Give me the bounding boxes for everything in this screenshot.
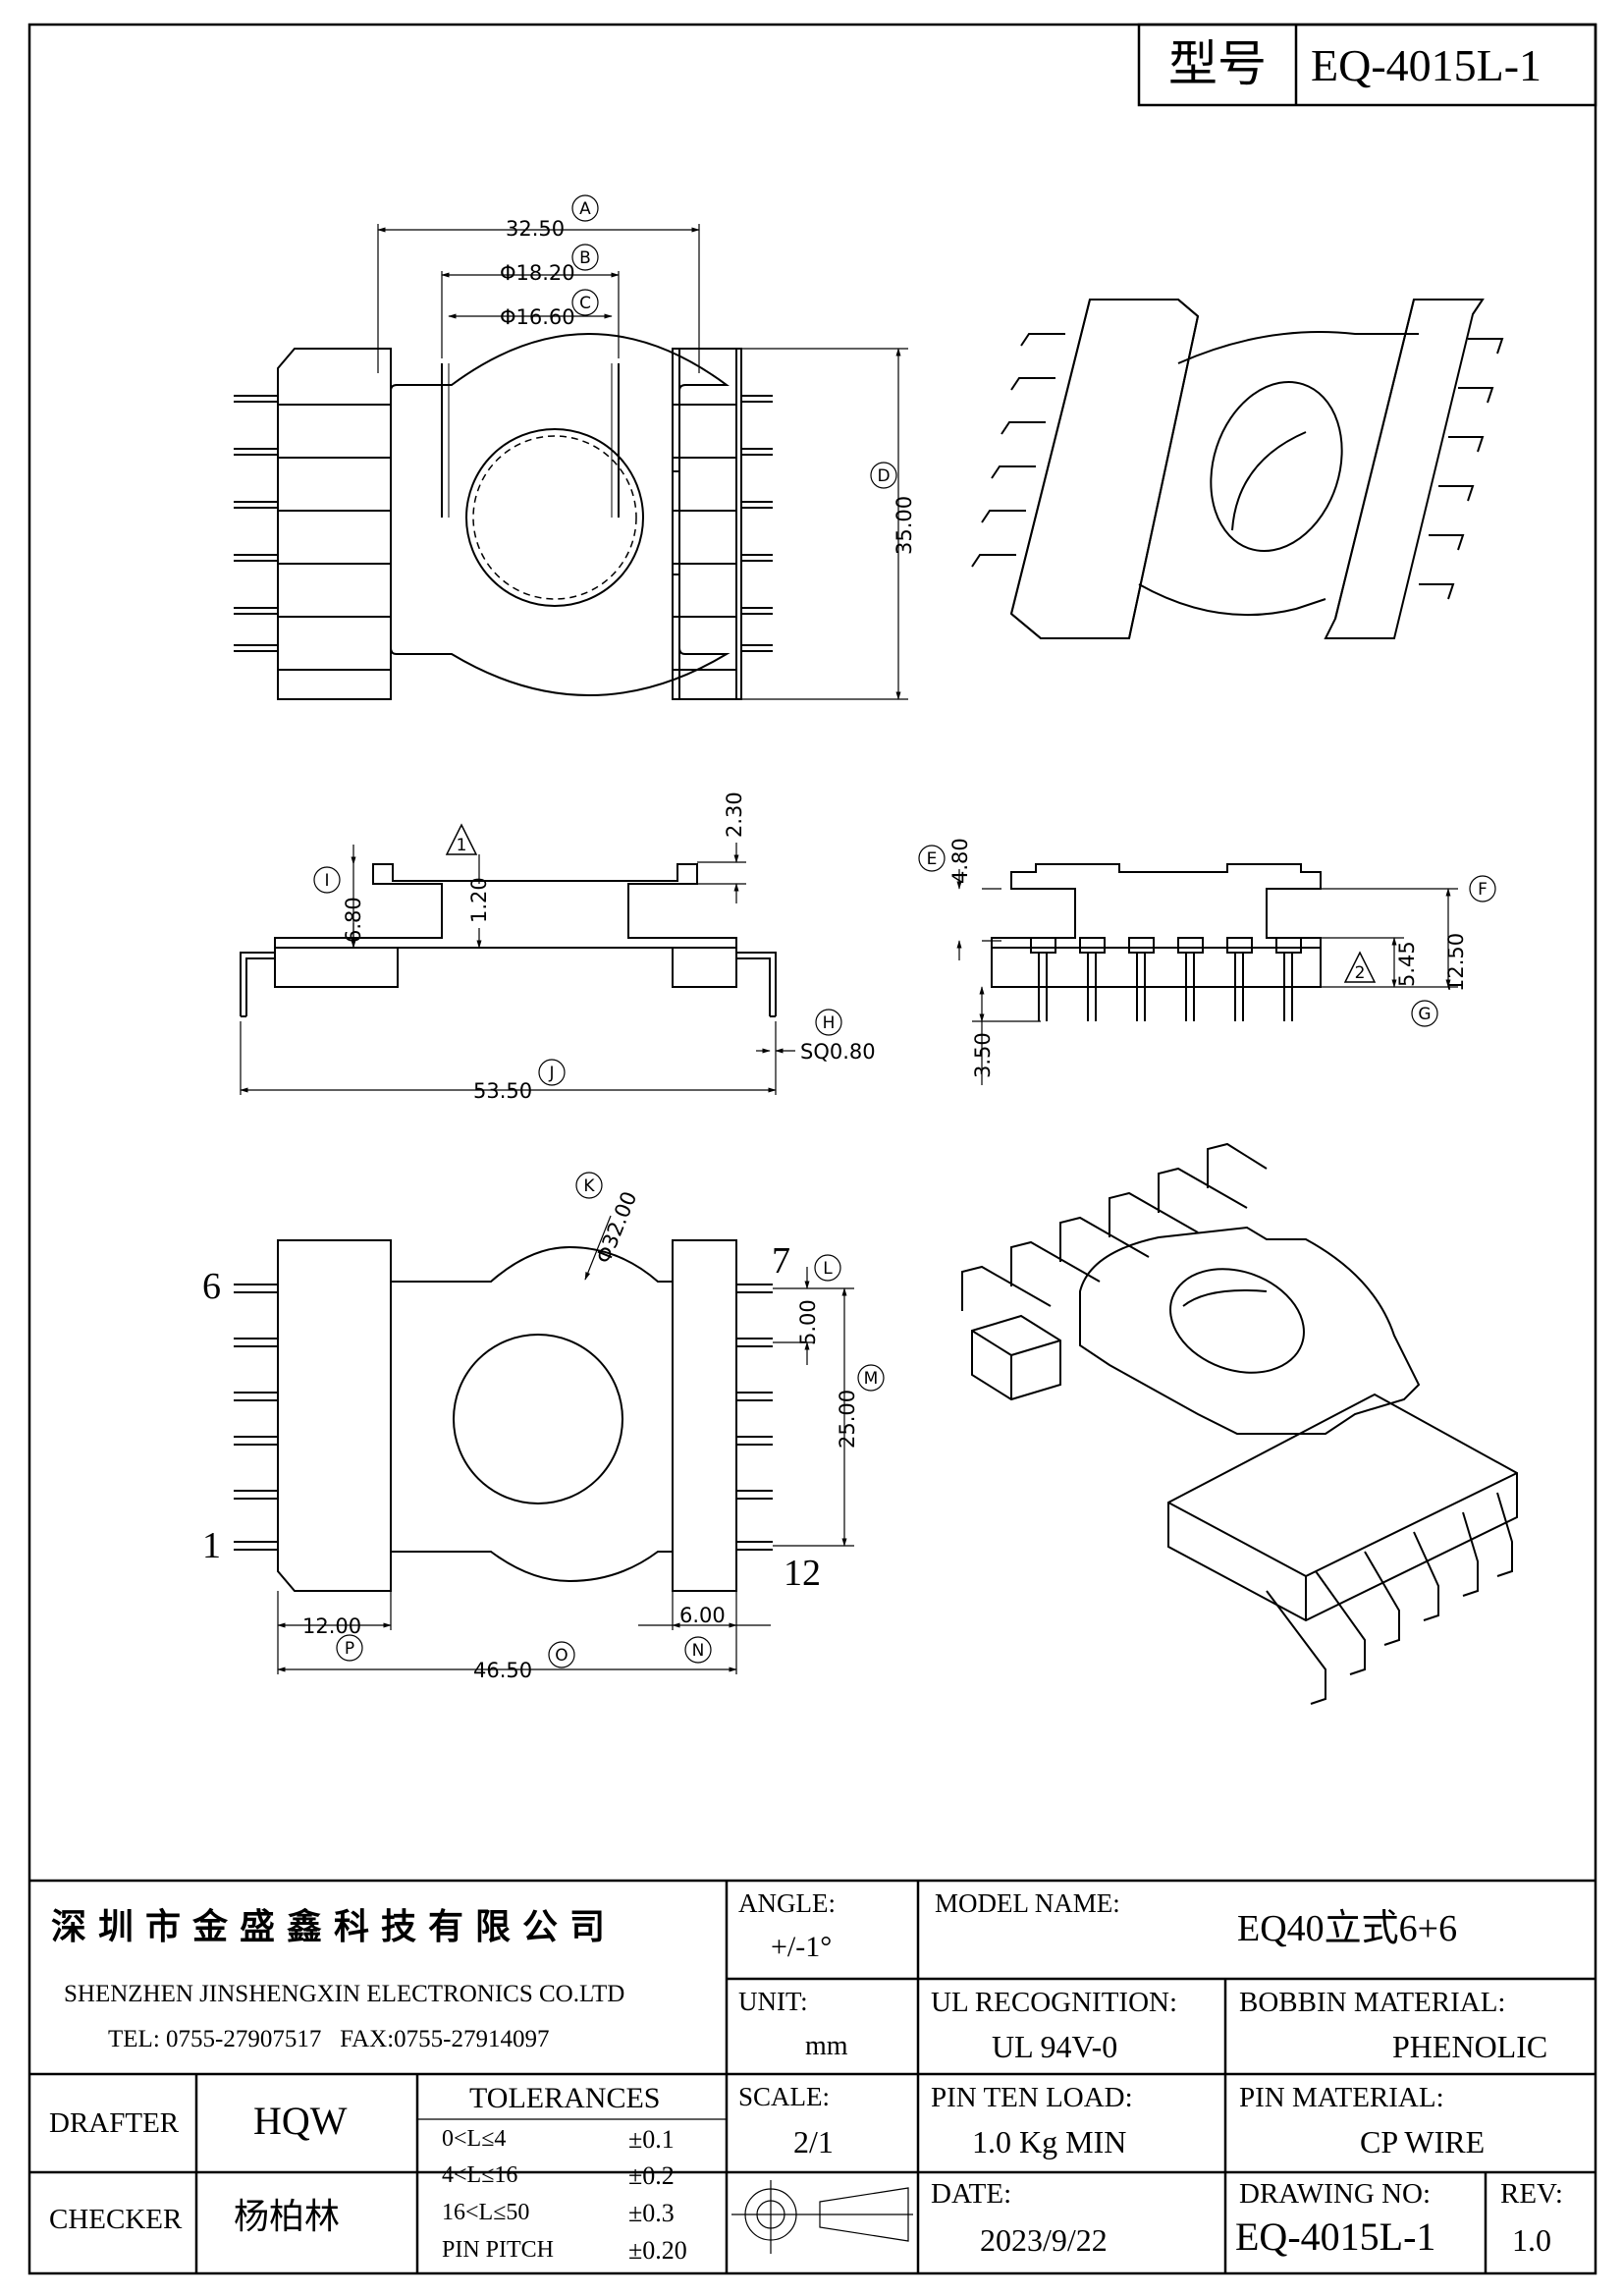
tolerance-range-3: 16<L≤50 (442, 2200, 530, 2225)
drafter-value: HQW (253, 2099, 348, 2143)
pin-label-12: 12 (784, 1553, 821, 1594)
balloon-k: K (583, 1176, 595, 1196)
rev-value: 1.0 (1512, 2222, 1551, 2258)
balloon-f: F (1478, 880, 1488, 900)
pin-ten-load-label: PIN TEN LOAD: (931, 2082, 1133, 2113)
tolerance-value-3: ±0.3 (628, 2199, 675, 2227)
drawing-no-label: DRAWING NO: (1239, 2178, 1432, 2210)
date-value: 2023/9/22 (980, 2222, 1108, 2258)
bobbin-material-value: PHENOLIC (1392, 2029, 1548, 2064)
tolerance-range-1: 0<L≤4 (442, 2126, 507, 2152)
dim-l-value: 5.00 (796, 1299, 820, 1345)
company-contact: TEL: 0755-27907517 FAX:0755-27914097 (108, 2026, 550, 2052)
bobbin-material-label: BOBBIN MATERIAL: (1239, 1987, 1506, 2018)
checker-value: 杨柏林 (234, 2197, 341, 2237)
dim-e-value: 4.80 (948, 838, 972, 884)
ul-recognition-value: UL 94V-0 (992, 2029, 1118, 2064)
company-name-en: SHENZHEN JINSHENGXIN ELECTRONICS CO.LTD (64, 1981, 625, 2007)
balloon-g: G (1418, 1005, 1431, 1024)
model-value: EQ-4015L-1 (1311, 40, 1542, 90)
model-header-box (1137, 23, 1597, 107)
balloon-h: H (823, 1013, 836, 1033)
date-label: DATE: (931, 2178, 1012, 2210)
scale-label: SCALE: (738, 2082, 831, 2111)
balloon-a: A (579, 199, 591, 219)
model-name-value: EQ40立式6+6 (1237, 1908, 1458, 1949)
dim-side-top-thick: 2.30 (723, 792, 746, 838)
dim-i-value: 6.80 (342, 897, 365, 943)
tolerance-value-1: ±0.1 (628, 2125, 675, 2154)
balloon-n: N (692, 1641, 705, 1661)
balloon-b: B (579, 248, 591, 268)
drawing-no-value: EQ-4015L-1 (1235, 2214, 1436, 2259)
balloon-circles (313, 194, 1496, 1668)
rev-label: REV: (1500, 2178, 1563, 2210)
pin-material-label: PIN MATERIAL: (1239, 2082, 1444, 2113)
tolerances-title: TOLERANCES (469, 2082, 661, 2114)
dim-o-value: 46.50 (473, 1659, 532, 1682)
scale-value: 2/1 (793, 2124, 834, 2159)
balloon-j: J (548, 1064, 554, 1083)
dim-p-value: 12.00 (302, 1614, 361, 1638)
top-view (234, 332, 773, 700)
model-label: 型号 (1168, 35, 1267, 92)
unit-value: mm (805, 2031, 848, 2061)
checker-label: CHECKER (49, 2204, 183, 2235)
dim-side-flange-height: 1.20 (467, 877, 491, 923)
dim-c-value: Φ16.60 (500, 305, 575, 329)
bottom-isometric-view (961, 1142, 1518, 1705)
tolerance-value-4: ±0.20 (628, 2236, 687, 2265)
dim-n-value: 6.00 (679, 1604, 726, 1627)
balloon-d: D (877, 466, 890, 486)
projection-symbol-icon (731, 2180, 913, 2254)
dimension-lines (240, 224, 1458, 1674)
dim-m-value: 25.00 (836, 1390, 859, 1449)
balloon-c: C (579, 294, 591, 313)
top-isometric-view (971, 299, 1504, 639)
balloon-l: L (823, 1259, 833, 1279)
balloon-e: E (927, 849, 938, 869)
pin-label-1: 1 (202, 1525, 221, 1566)
pin-label-6: 6 (202, 1266, 221, 1307)
balloon-o: O (555, 1646, 568, 1666)
dim-j-value: 53.50 (473, 1079, 532, 1103)
dim-pin-length: 3.50 (971, 1032, 995, 1078)
angle-value: +/-1° (771, 1931, 833, 1963)
angle-label: ANGLE: (738, 1888, 836, 1918)
pin-ten-load-value: 1.0 Kg MIN (972, 2124, 1127, 2159)
ul-recognition-label: UL RECOGNITION: (931, 1987, 1178, 2018)
balloon-p: P (345, 1639, 354, 1659)
company-name-cn: 深圳市金盛鑫科技有限公司 (51, 1907, 618, 1947)
triangle-note-1: 1 (457, 836, 467, 855)
bottom-view (234, 1239, 773, 1592)
dim-a-value: 32.50 (506, 217, 565, 241)
dim-g-value: 5.45 (1395, 941, 1419, 987)
dim-d-value: 35.00 (893, 496, 916, 555)
dim-h-value: SQ0.80 (800, 1040, 876, 1064)
drafter-label: DRAFTER (49, 2107, 180, 2139)
triangle-note-2: 2 (1355, 963, 1366, 983)
dim-b-value: Φ18.20 (500, 261, 575, 285)
model-name-label: MODEL NAME: (935, 1888, 1120, 1918)
pin-label-7: 7 (772, 1240, 790, 1282)
balloon-i: I (324, 871, 329, 891)
title-block-grid (29, 1879, 1596, 2273)
dim-k-value: Φ32.00 (591, 1188, 641, 1267)
dim-f-value: 12.50 (1444, 933, 1468, 992)
balloon-m: M (864, 1369, 879, 1389)
tolerance-range-2: 4<L≤16 (442, 2162, 518, 2188)
tolerance-value-2: ±0.2 (628, 2161, 675, 2190)
tolerance-range-4: PIN PITCH (442, 2237, 555, 2263)
pin-material-value: CP WIRE (1360, 2124, 1486, 2159)
sheet-border (27, 23, 1597, 2275)
unit-label: UNIT: (738, 1987, 808, 2016)
